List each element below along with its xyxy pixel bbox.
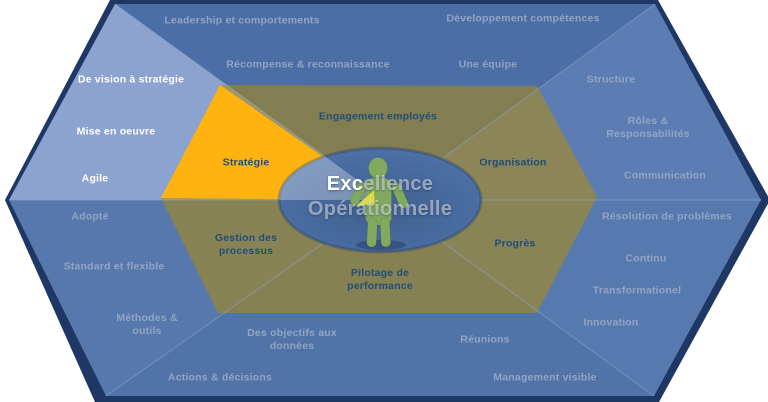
person-head <box>368 157 388 179</box>
person-icon <box>350 157 409 248</box>
arrow-marker-icon <box>355 189 376 207</box>
person-right-arm <box>391 182 409 209</box>
person-left-arm <box>350 181 367 206</box>
person-right-leg <box>379 217 391 248</box>
person-left-leg <box>366 217 378 248</box>
